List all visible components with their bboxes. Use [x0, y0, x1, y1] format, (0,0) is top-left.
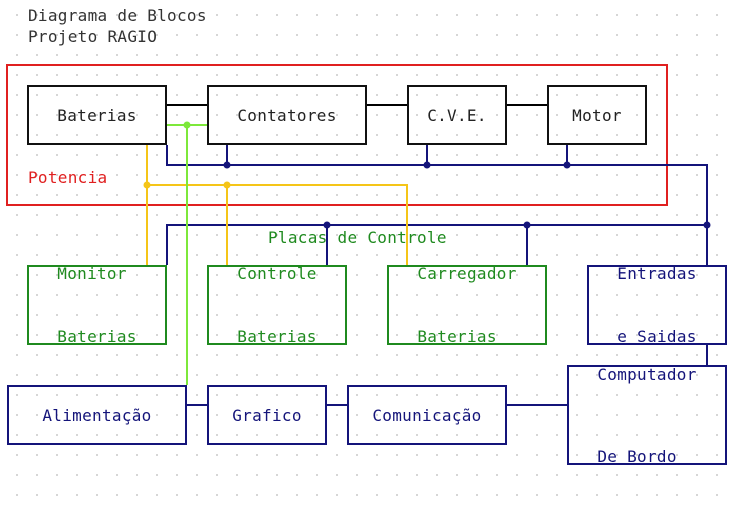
- carregador-baterias-block: Carregador Baterias: [387, 264, 547, 346]
- monitor-baterias-label-line1: Monitor: [57, 264, 127, 283]
- motor-block: Motor: [547, 85, 647, 145]
- computador-de-bordo-label-line2: De Bordo: [597, 446, 677, 466]
- comunicacao-block: Comunicação: [347, 385, 507, 445]
- cve-block: C.V.E.: [407, 85, 507, 145]
- entradas-e-saidas-label-line1: Entradas: [617, 264, 697, 283]
- entradas-e-saidas-label-line2: e Saidas: [617, 327, 697, 346]
- sense-junctions: [143, 181, 231, 189]
- baterias-block: Baterias: [27, 85, 167, 145]
- potencia-label: Potencia: [28, 168, 108, 187]
- alimentacao-label: Alimentação: [42, 405, 152, 425]
- monitor-baterias-block: Monitor Baterias: [27, 264, 167, 346]
- grafico-label: Grafico: [232, 405, 302, 425]
- controle-baterias-block: Controle Baterias: [207, 264, 347, 346]
- connection-wires: [6, 64, 711, 406]
- sense-wires: [146, 145, 408, 265]
- grafico-block: Grafico: [207, 385, 327, 445]
- monitor-baterias-label-line2: Baterias: [57, 327, 137, 346]
- baterias-label: Baterias: [57, 105, 137, 125]
- comunicacao-label: Comunicação: [372, 405, 482, 425]
- bus-junctions: [223, 161, 711, 229]
- placas-de-controle-label: Placas de Controle: [268, 228, 447, 247]
- contatores-label: Contatores: [237, 105, 337, 125]
- potencia-frame: [6, 64, 668, 206]
- supply-junction: [183, 121, 191, 129]
- project-name: Projeto RAGIO: [28, 27, 158, 46]
- controle-baterias-label-line2: Baterias: [237, 327, 317, 346]
- computador-de-bordo-label-line1: Computador: [597, 364, 697, 384]
- contatores-block: Contatores: [207, 85, 367, 145]
- cve-label: C.V.E.: [427, 105, 487, 125]
- alimentacao-block: Alimentação: [7, 385, 187, 445]
- computador-de-bordo-block: Computador De Bordo: [567, 364, 727, 466]
- controle-baterias-label-line1: Controle: [237, 264, 317, 283]
- carregador-baterias-label-line2: Baterias: [417, 327, 497, 346]
- carregador-baterias-label-line1: Carregador: [417, 264, 517, 283]
- entradas-e-saidas-block: Entradas e Saidas: [587, 264, 727, 346]
- motor-label: Motor: [572, 105, 622, 125]
- diagram-title: Diagrama de Blocos: [28, 6, 207, 25]
